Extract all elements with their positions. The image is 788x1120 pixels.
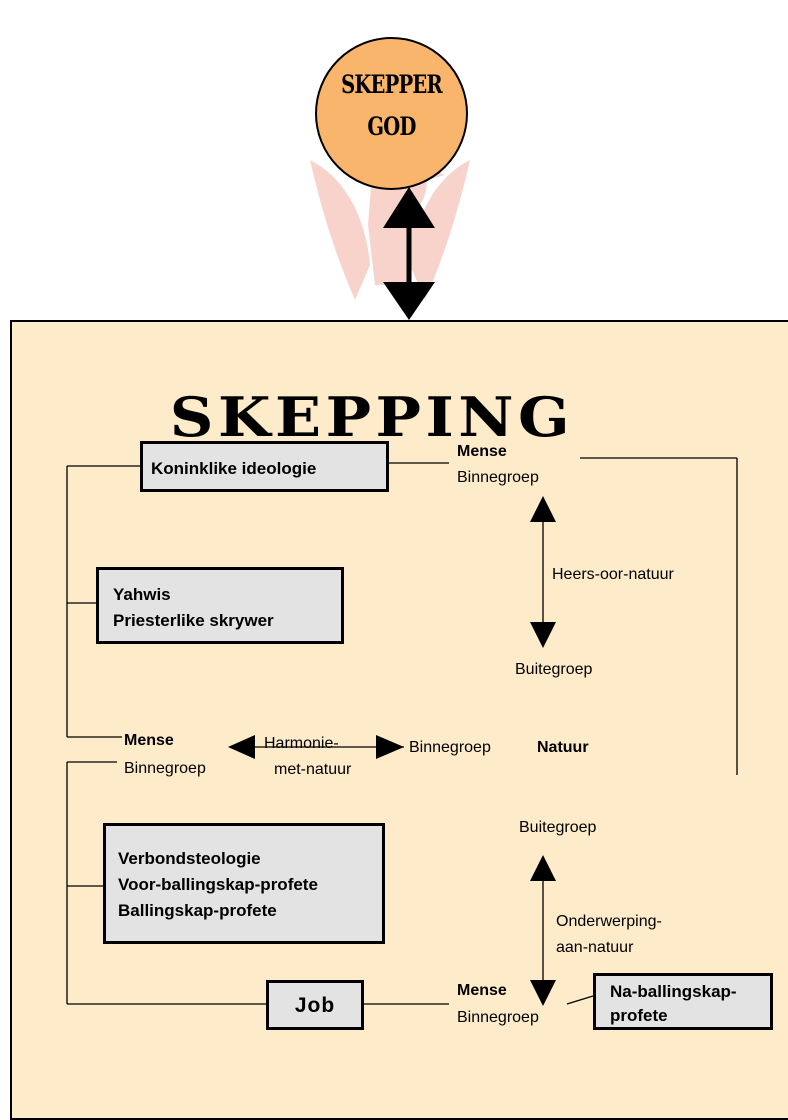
binnegroep-mid-right-label: Binnegroep [409, 739, 491, 756]
arrow-up-to-god [383, 187, 435, 228]
diagram-title: SKEPPING [169, 385, 575, 449]
covenant-label-line3: Ballingskap-profete [118, 901, 277, 920]
onderwerping-label-line1: Onderwerping- [556, 913, 662, 930]
arrow-down-to-creation [383, 282, 435, 320]
covenant-label-line1: Verbondsteologie [118, 849, 261, 868]
arrow-up-heers [530, 496, 556, 522]
post-exilic-label-line1: Na-ballingskap- [610, 982, 737, 1001]
post-exilic-label-line2: profete [610, 1006, 668, 1025]
royal-ideology-box: Koninklike ideologie [140, 441, 389, 492]
post-exilic-prophets-box: Na-ballingskap- profete [593, 973, 773, 1030]
covenant-label-line2: Voor-ballingskap-profete [118, 875, 318, 894]
god-label-line2: GOD [367, 112, 416, 141]
mense-bottom-label: Mense [457, 982, 507, 999]
arrow-down-onderwerping [530, 980, 556, 1006]
connector-post-exilic [566, 995, 594, 1005]
buitegroep-bottom-label: Buitegroep [519, 819, 597, 836]
natuur-label: Natuur [537, 739, 589, 756]
god-circle [315, 37, 468, 190]
binnegroep-bottom-label: Binnegroep [457, 1009, 539, 1026]
arrow-right-harmonie [376, 735, 404, 759]
yahwist-label-line1: Yahwis [113, 585, 171, 604]
yahwist-box: Yahwis Priesterlike skrywer [96, 567, 344, 644]
god-label-line1: SKEPPER [341, 70, 443, 99]
royal-ideology-label: Koninklike ideologie [151, 459, 317, 478]
arrow-down-heers [530, 622, 556, 648]
job-box: Job [266, 980, 364, 1030]
harmonie-label-line1: Harmonie- [264, 735, 339, 752]
binnegroep-top-label: Binnegroep [457, 469, 539, 486]
arrow-left-harmonie [228, 735, 255, 759]
mense-top-label: Mense [457, 443, 507, 460]
binnegroep-mid-left-label: Binnegroep [124, 760, 206, 777]
heers-label: Heers-oor-natuur [552, 566, 674, 583]
onderwerping-label-line2: aan-natuur [556, 939, 634, 956]
harmonie-label-line2: met-natuur [274, 761, 352, 778]
connector-lines [66, 187, 738, 1006]
buitegroep-top-label: Buitegroep [515, 661, 593, 678]
mense-mid-label: Mense [124, 732, 174, 749]
arrow-up-onderwerping [530, 855, 556, 881]
yahwist-label-line2: Priesterlike skrywer [113, 611, 274, 630]
job-label: Job [294, 994, 336, 1017]
covenant-theology-box: Verbondsteologie Voor-ballingskap-profet… [103, 823, 385, 944]
